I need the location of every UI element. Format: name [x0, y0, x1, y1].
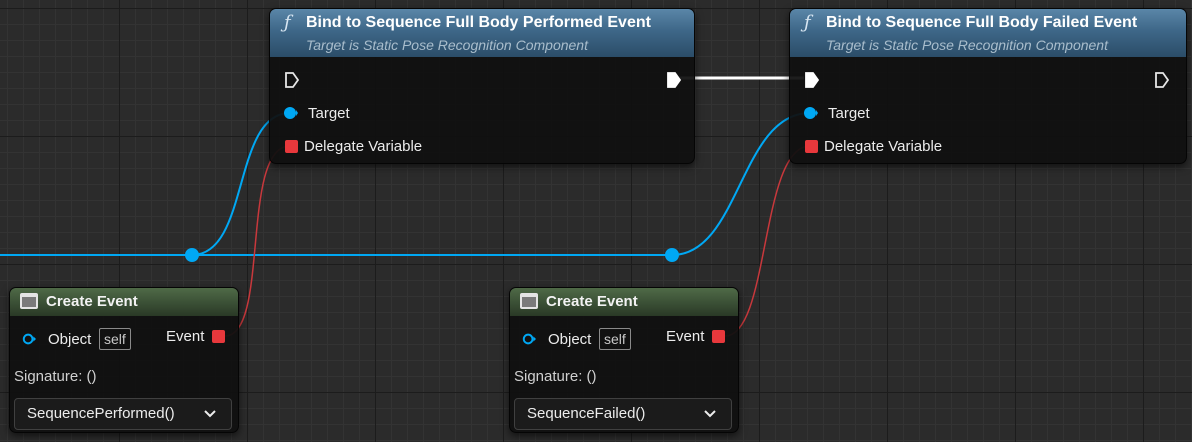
function-dropdown[interactable]: SequencePerformed() [14, 398, 232, 430]
function-dropdown[interactable]: SequenceFailed() [514, 398, 732, 430]
node-header[interactable]: Create Event [510, 288, 738, 316]
node-title: Create Event [46, 293, 138, 310]
exec-out-pin-icon[interactable] [1154, 71, 1170, 89]
delegate-pin-icon[interactable] [285, 140, 298, 153]
node-title: Create Event [546, 293, 638, 310]
create-event-node-2[interactable]: Create Event Object self Event Signature… [509, 287, 739, 433]
signature-label: Signature: () [514, 368, 597, 385]
node-subtitle: Target is Static Pose Recognition Compon… [826, 37, 1108, 53]
event-label: Event [666, 328, 705, 345]
create-event-node-1[interactable]: Create Event Object self Event Signature… [9, 287, 239, 433]
target-pin-icon[interactable] [284, 106, 298, 120]
event-icon [20, 293, 38, 309]
chevron-down-icon [204, 410, 216, 418]
reroute-knot-2 [665, 248, 679, 262]
target-pin-icon[interactable] [804, 106, 818, 120]
delegate-label: Delegate Variable [824, 138, 943, 155]
object-label: Object [48, 331, 92, 348]
node-title: Bind to Sequence Full Body Failed Event [826, 14, 1138, 31]
node-subtitle: Target is Static Pose Recognition Compon… [306, 37, 588, 53]
event-label: Event [166, 328, 205, 345]
event-icon [520, 293, 538, 309]
object-self-value[interactable]: self [99, 328, 131, 350]
node-header[interactable]: ƒ Bind to Sequence Full Body Performed E… [270, 9, 694, 57]
reroute-knot-1 [185, 248, 199, 262]
exec-out-pin-icon[interactable] [666, 71, 682, 89]
delegate-label: Delegate Variable [304, 138, 423, 155]
target-label: Target [828, 105, 870, 122]
target-label: Target [308, 105, 350, 122]
exec-in-pin-icon[interactable] [804, 71, 820, 89]
object-pin-icon[interactable] [522, 332, 536, 346]
node-header[interactable]: ƒ Bind to Sequence Full Body Failed Even… [790, 9, 1186, 57]
chevron-down-icon [704, 410, 716, 418]
function-icon: ƒ [284, 12, 291, 33]
selected-function: SequencePerformed() [27, 405, 175, 422]
signature-label: Signature: () [14, 368, 97, 385]
object-pin-icon[interactable] [22, 332, 36, 346]
function-icon: ƒ [804, 12, 811, 33]
node-title: Bind to Sequence Full Body Performed Eve… [306, 14, 651, 31]
object-self-value[interactable]: self [599, 328, 631, 350]
event-pin-icon[interactable] [712, 330, 725, 343]
selected-function: SequenceFailed() [527, 405, 646, 422]
delegate-pin-icon[interactable] [805, 140, 818, 153]
object-label: Object [548, 331, 592, 348]
bind-performed-node[interactable]: ƒ Bind to Sequence Full Body Performed E… [269, 8, 695, 164]
bind-failed-node[interactable]: ƒ Bind to Sequence Full Body Failed Even… [789, 8, 1187, 164]
exec-in-pin-icon[interactable] [284, 71, 300, 89]
node-header[interactable]: Create Event [10, 288, 238, 316]
event-pin-icon[interactable] [212, 330, 225, 343]
